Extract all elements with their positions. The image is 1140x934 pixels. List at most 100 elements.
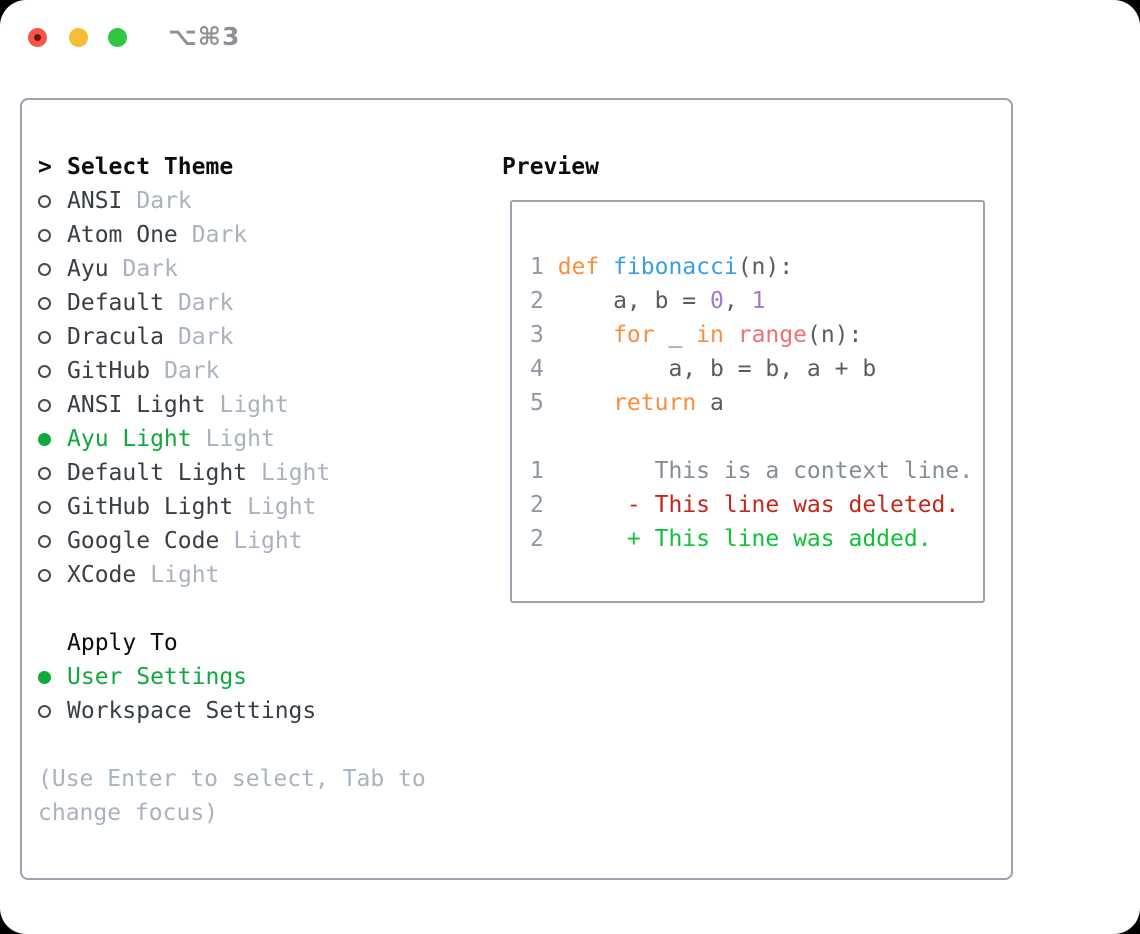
line-number: 3 [530,322,544,348]
theme-variant: Light [247,494,317,520]
code-token: for [613,322,655,348]
theme-variant: Light [205,426,275,452]
theme-variant: Dark [136,188,192,214]
radio-icon [38,500,67,514]
theme-name: ANSI [67,188,123,214]
code-token: (n): [806,322,863,348]
apply-option-user-settings[interactable]: User Settings [38,660,492,694]
code-token: range [737,322,807,348]
code-line: 2 - This line was deleted. [530,488,983,522]
spacer [38,592,492,626]
titlebar: ⌥⌘3 [0,0,1140,70]
code-token: (n): [737,254,794,280]
radio-selected-icon [38,670,67,684]
code-token: , [723,288,752,314]
code-line [530,420,983,454]
line-number: 1 [530,254,544,280]
theme-name: Default [67,290,164,316]
line-number: 2 [530,492,544,518]
prompt-arrow-icon: > [38,154,52,180]
code-token: a, b = b, a + b [557,356,877,382]
theme-variant: Dark [164,358,220,384]
code-token: 0 [710,288,724,314]
code-token [558,322,613,348]
line-number: 2 [530,526,544,552]
minimize-button[interactable] [69,28,88,47]
theme-name: Dracula [67,324,164,350]
preview-title: Preview [502,154,599,180]
code-token: a [696,390,724,416]
theme-option-google-code[interactable]: Google Code Light [38,524,492,558]
radio-icon [38,330,67,344]
code-line: 3 for _ in range(n): [530,318,983,352]
theme-variant: Light [233,528,303,554]
theme-name: GitHub [67,358,151,384]
apply-option-label: User Settings [67,664,248,690]
code-token: fibonacci [613,254,738,280]
apply-option-workspace-settings[interactable]: Workspace Settings [38,694,492,728]
theme-variant: Light [150,562,220,588]
theme-name: Default Light [67,460,248,486]
radio-icon [38,364,67,378]
code-token: a, b = [557,288,711,314]
radio-icon [38,194,67,208]
code-token [558,390,613,416]
code-line: 2 a, b = 0, 1 [530,284,983,318]
theme-option-github[interactable]: GitHub Dark [38,354,492,388]
radio-icon [38,398,67,412]
code-token: 1 [751,288,766,314]
line-number: 1 [530,458,544,484]
theme-variant: Light [219,392,289,418]
line-number: 5 [530,390,544,416]
hint-text: (Use Enter to select, Tab to change focu… [38,766,426,826]
code-token [724,322,738,348]
theme-name: XCode [67,562,137,588]
theme-name: GitHub Light [67,494,234,520]
theme-option-ansi[interactable]: ANSI Dark [38,184,492,218]
line-number: 4 [530,356,544,382]
radio-icon [38,466,67,480]
radio-icon [38,534,67,548]
apply-to-title: Apply To [67,630,178,656]
theme-name: Ayu Light [67,426,192,452]
theme-option-default[interactable]: Default Dark [38,286,492,320]
radio-icon [38,296,67,310]
theme-option-ayu-light[interactable]: Ayu Light Light [38,422,492,456]
theme-variant: Dark [177,324,234,350]
theme-option-github-light[interactable]: GitHub Light Light [38,490,492,524]
close-record-dot-icon [34,34,41,41]
code-token: return [613,390,697,416]
theme-name: Google Code [67,528,220,554]
code-line: 2 + This line was added. [530,522,983,556]
radio-selected-icon [38,432,67,446]
theme-option-dracula[interactable]: Dracula Dark [38,320,492,354]
theme-option-xcode[interactable]: XCode Light [38,558,492,592]
radio-icon [38,228,67,242]
radio-icon [38,568,67,582]
close-button[interactable] [28,28,47,47]
theme-variant: Dark [122,256,178,282]
radio-icon [38,262,67,276]
window-shortcut-label: ⌥⌘3 [168,22,241,51]
theme-variant: Dark [177,290,234,316]
line-number: 2 [530,288,544,314]
apply-to-heading: Apply To [38,626,492,660]
radio-icon [38,704,67,718]
code-token: + This line was added. [557,526,932,552]
code-token: This is a context line. [557,458,974,484]
code-line: 5 return a [530,386,983,420]
apply-option-label: Workspace Settings [67,698,317,724]
code-line: 1 This is a context line. [530,454,983,488]
code-token: _ [654,322,697,348]
maximize-button[interactable] [108,28,127,47]
